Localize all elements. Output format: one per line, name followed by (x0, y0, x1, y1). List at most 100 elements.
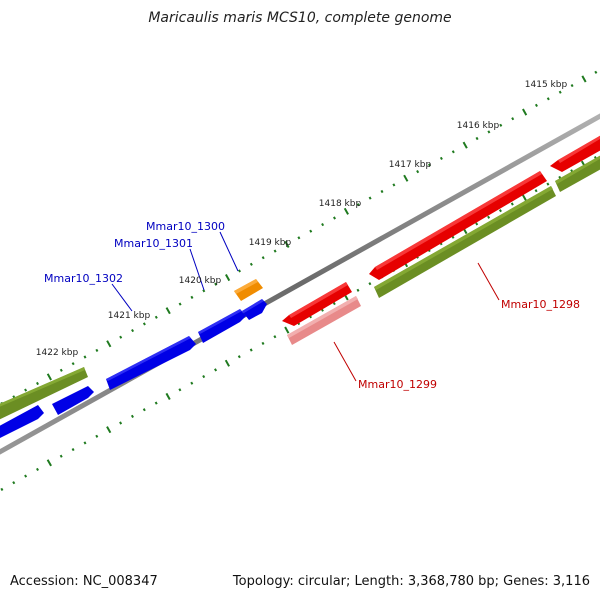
minor-tick (214, 368, 218, 372)
minor-tick (36, 467, 39, 471)
minor-tick (190, 381, 194, 385)
minor-tick (368, 196, 372, 200)
gene-label[interactable]: Mmar10_1301 (114, 237, 193, 250)
major-tick (284, 326, 290, 334)
minor-tick (249, 348, 253, 352)
gene-label[interactable]: Mmar10_1300 (146, 220, 225, 233)
minor-tick (380, 189, 384, 194)
gene-label[interactable]: Mmar10_1299 (358, 378, 437, 391)
minor-tick (368, 282, 372, 286)
minor-tick (83, 441, 87, 445)
minor-tick (0, 487, 4, 491)
minor-tick (131, 328, 135, 333)
minor-tick (95, 348, 99, 352)
major-tick (225, 274, 231, 282)
kbp-label: 1419 kbp (249, 238, 292, 248)
minor-tick (273, 249, 277, 253)
minor-tick (487, 130, 491, 134)
label-leader-line (189, 248, 205, 291)
minor-tick (202, 289, 206, 293)
major-tick (46, 459, 52, 467)
gene-reverse-a[interactable] (374, 186, 556, 298)
minor-tick (321, 223, 325, 227)
feature-tracks (0, 135, 600, 443)
genome-backbone (0, 113, 600, 455)
minor-tick (499, 123, 503, 127)
accession-text: Accession: NC_008347 (10, 574, 158, 589)
major-tick (343, 207, 349, 215)
minor-tick (392, 183, 396, 187)
cds-forward-b[interactable] (0, 405, 44, 443)
major-tick (403, 174, 409, 182)
minor-tick (546, 182, 550, 186)
minor-tick (71, 362, 75, 366)
major-tick (46, 373, 52, 381)
minor-tick (130, 414, 134, 419)
label-leader-line (219, 231, 239, 272)
minor-tick (24, 474, 28, 478)
kbp-label: 1418 kbp (319, 199, 362, 209)
minor-tick (237, 355, 241, 359)
minor-tick (24, 388, 28, 392)
cds-reverse-mmar10-1298[interactable] (369, 171, 547, 280)
minor-tick (142, 408, 146, 412)
minor-tick (261, 256, 265, 260)
major-tick (165, 392, 171, 400)
minor-tick (83, 355, 87, 359)
kbp-label: 1417 kbp (389, 160, 432, 170)
minor-tick (558, 90, 562, 94)
minor-tick (510, 202, 514, 206)
minor-tick (594, 70, 598, 74)
kbp-label: 1416 kbp (457, 121, 500, 131)
minor-tick (178, 388, 182, 392)
kbp-label: 1420 kbp (179, 276, 222, 286)
major-tick (106, 340, 112, 348)
major-tick (581, 75, 587, 83)
cds-forward-mmar10-1300[interactable] (242, 299, 267, 320)
minor-tick (570, 84, 574, 88)
label-leaders (111, 231, 500, 382)
minor-tick (534, 189, 538, 193)
minor-tick (356, 288, 360, 292)
minor-tick (356, 203, 360, 207)
cds-reverse-mmar10-1299[interactable] (282, 282, 352, 326)
minor-tick (439, 156, 443, 160)
minor-tick (416, 169, 420, 174)
label-leader-line (477, 262, 500, 301)
minor-tick (238, 269, 241, 273)
major-tick (462, 141, 468, 149)
minor-tick (202, 375, 206, 379)
cds-forward-mmar10-1301[interactable] (198, 309, 246, 343)
pseudo-reverse[interactable] (287, 296, 361, 345)
minor-tick (12, 481, 16, 485)
major-tick (106, 426, 112, 434)
minor-tick (214, 282, 218, 286)
minor-tick (273, 335, 277, 339)
cds-forward-mmar10-1302[interactable] (106, 336, 196, 390)
major-tick (521, 193, 527, 201)
minor-tick (475, 222, 479, 226)
minor-tick (511, 117, 515, 121)
gene-label[interactable]: Mmar10_1302 (44, 272, 123, 285)
gene-forward-a[interactable] (0, 367, 88, 424)
minor-tick (71, 448, 75, 452)
major-tick (284, 240, 290, 248)
topology-summary: Topology: circular; Length: 3,368,780 bp… (232, 574, 590, 589)
minor-tick (498, 209, 502, 213)
label-leader-line (333, 341, 357, 382)
minor-tick (36, 381, 39, 386)
major-tick (165, 307, 171, 315)
minor-tick (119, 421, 123, 425)
minor-tick (261, 341, 265, 345)
gene-label[interactable]: Mmar10_1298 (501, 298, 580, 311)
minor-tick (333, 216, 336, 220)
minor-tick (487, 215, 491, 219)
gene-labels: Mmar10_1300Mmar10_1301Mmar10_1302Mmar10_… (44, 220, 580, 391)
major-tick (224, 359, 230, 367)
cds-forward-a[interactable] (52, 386, 94, 415)
minor-tick (309, 229, 313, 233)
minor-tick (451, 150, 455, 154)
minor-tick (249, 262, 253, 266)
feature-orange[interactable] (234, 279, 263, 301)
